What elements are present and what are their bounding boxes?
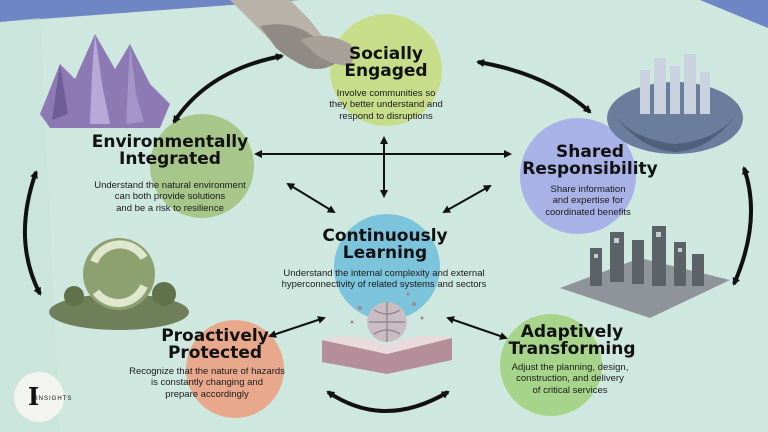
mountain-waterfall-illustration	[40, 34, 170, 128]
insights-logo-mark: I	[28, 382, 40, 411]
cupped-hands-city-illustration	[607, 54, 743, 154]
socially-engaged-title: Socially Engaged	[330, 46, 442, 80]
proactively-protected-desc: Recognize that the nature of hazards is …	[118, 366, 296, 400]
open-book-globe-illustration	[322, 292, 452, 374]
socially-engaged-desc-line2: they better understand and	[329, 99, 443, 111]
shared-responsibility-title-line2: Responsibility	[522, 159, 658, 179]
continuously-learning-title-line2: Learning	[342, 243, 428, 263]
environmentally-integrated-title: Environmentally Integrated	[76, 134, 264, 168]
continuously-learning-desc: Understand the internal complexity and e…	[256, 268, 512, 291]
insights-logo: I INSIGHTS	[14, 372, 71, 422]
adaptively-transforming-desc: Adjust the planning, design, constructio…	[500, 362, 640, 396]
shared-responsibility-desc-line3: coordinated benefits	[545, 206, 631, 218]
continuously-learning-desc-line2: hyperconnectivity of related systems and…	[281, 279, 487, 291]
shared-responsibility-desc-line1: Share information	[550, 184, 626, 195]
adaptively-transforming-circle	[500, 314, 602, 416]
environmentally-integrated-desc-line1: Understand the natural environment	[94, 180, 246, 191]
shared-responsibility-title-line1: Shared	[556, 142, 624, 162]
socially-engaged-desc-line1: Involve communities so	[336, 88, 436, 99]
adaptively-transforming-title-line1: Adaptively	[520, 322, 624, 342]
adaptively-transforming-desc-line1: Adjust the planning, design,	[511, 362, 629, 373]
environmentally-integrated-title-line1: Environmentally	[91, 132, 249, 152]
environmentally-integrated-circle	[150, 114, 254, 218]
adaptively-transforming-title: Adaptively Transforming	[496, 324, 648, 358]
continuously-learning-title: Continuously Learning	[300, 228, 470, 262]
socially-engaged-title-line1: Socially	[348, 44, 424, 64]
proactively-protected-desc-line3: prepare accordingly	[165, 388, 249, 400]
proactively-protected-title-line1: Proactively	[161, 326, 269, 346]
socially-engaged-circle	[330, 14, 442, 126]
shared-responsibility-circle	[520, 118, 636, 234]
socially-engaged-desc: Involve communities so they better under…	[316, 88, 456, 122]
proactively-protected-title: Proactively Protected	[150, 328, 280, 362]
environmentally-integrated-desc-line3: and be a risk to resilience	[116, 202, 224, 214]
shared-responsibility-title: Shared Responsibility	[512, 144, 668, 178]
adaptively-transforming-desc-line2: construction, and delivery	[516, 373, 624, 385]
continuously-learning-desc-line1: Understand the internal complexity and e…	[283, 268, 485, 279]
proactively-protected-circle	[186, 320, 284, 418]
environmentally-integrated-desc: Understand the natural environment can b…	[74, 180, 266, 214]
city-block-illustration	[560, 226, 730, 318]
environmentally-integrated-desc-line2: can both provide solutions	[114, 191, 226, 203]
environmentally-integrated-title-line2: Integrated	[119, 149, 221, 169]
proactively-protected-desc-line2: is constantly changing and	[151, 377, 263, 389]
continuously-learning-title-line1: Continuously	[322, 226, 448, 246]
recycling-forest-illustration	[49, 238, 189, 330]
shared-responsibility-desc: Share information and expertise for coor…	[526, 184, 650, 218]
proactively-protected-title-line2: Protected	[167, 343, 263, 363]
proactively-protected-desc-line1: Recognize that the nature of hazards	[129, 366, 285, 377]
socially-engaged-desc-line3: respond to disruptions	[339, 110, 433, 122]
adaptively-transforming-title-line2: Transforming	[508, 339, 636, 359]
hands-illustration	[230, 0, 355, 69]
shared-responsibility-desc-line2: and expertise for	[552, 195, 624, 207]
socially-engaged-title-line2: Engaged	[344, 61, 428, 81]
insights-logo-text: INSIGHTS	[36, 396, 73, 402]
adaptively-transforming-desc-line3: of critical services	[532, 384, 608, 396]
